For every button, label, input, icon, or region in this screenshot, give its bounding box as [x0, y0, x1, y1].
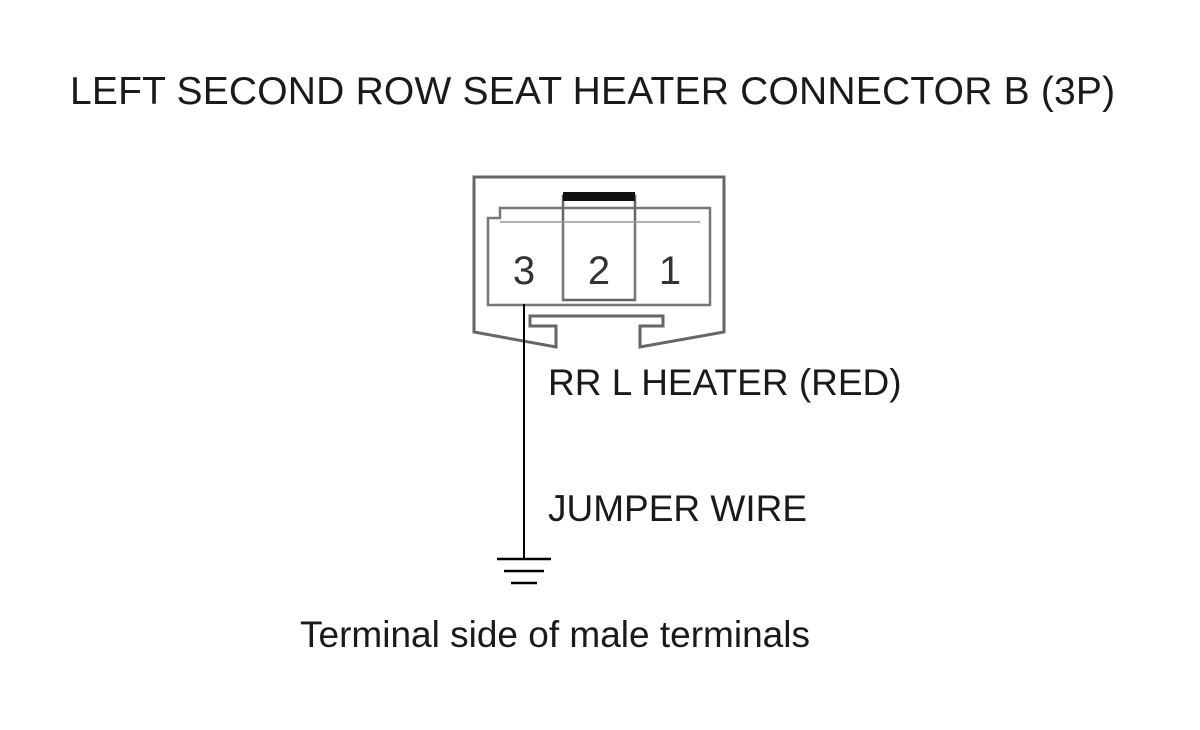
ground-icon — [497, 557, 551, 585]
pin-number-3: 3 — [513, 249, 535, 293]
diagram-title: LEFT SECOND ROW SEAT HEATER CONNECTOR B … — [70, 70, 1116, 113]
connector-housing — [472, 175, 726, 349]
jumper-wire-label: JUMPER WIRE — [548, 488, 807, 529]
lock-bar — [563, 192, 635, 201]
wire-label: RR L HEATER (RED) — [548, 362, 902, 403]
pin-number-1: 1 — [659, 249, 681, 293]
pin-number-2: 2 — [588, 249, 610, 293]
terminal-side-caption: Terminal side of male terminals — [300, 614, 810, 655]
